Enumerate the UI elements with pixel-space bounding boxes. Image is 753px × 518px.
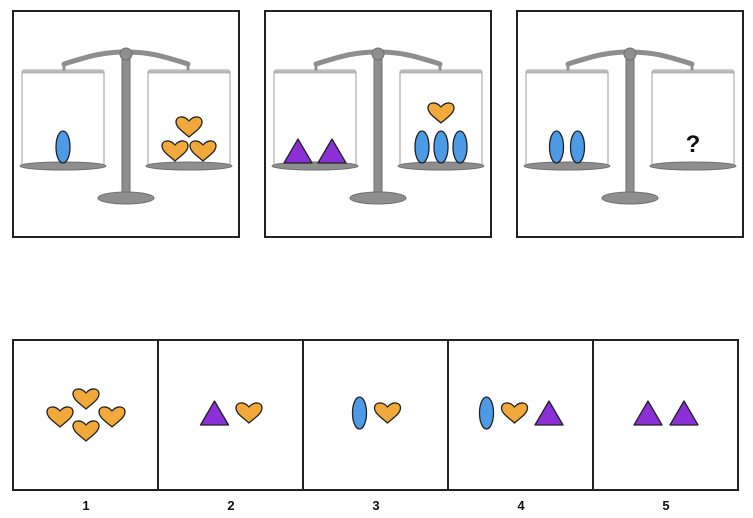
purple-triangle-icon <box>284 139 312 163</box>
option-number-4: 4 <box>506 498 536 513</box>
orange-heart-icon <box>236 403 262 423</box>
purple-triangle-icon <box>535 401 563 425</box>
answer-option-2[interactable] <box>159 341 304 489</box>
question-mark: ? <box>686 131 701 158</box>
orange-heart-icon <box>190 141 216 161</box>
option-number-3: 3 <box>361 498 391 513</box>
option-number-2: 2 <box>216 498 246 513</box>
blue-oval-icon <box>550 131 564 163</box>
orange-heart-icon <box>162 141 188 161</box>
orange-heart-icon <box>47 407 73 427</box>
answer-option-5[interactable] <box>594 341 737 489</box>
scale-panel-2 <box>264 10 492 238</box>
blue-oval-icon <box>480 397 494 429</box>
orange-heart-icon <box>73 421 99 441</box>
blue-oval-icon <box>571 131 585 163</box>
purple-triangle-icon <box>634 401 662 425</box>
scale-panel-1 <box>12 10 240 238</box>
orange-heart-icon <box>176 117 202 137</box>
option-number-5: 5 <box>651 498 681 513</box>
answer-option-4[interactable] <box>449 341 594 489</box>
blue-oval-icon <box>415 131 429 163</box>
balance-scale-2 <box>266 12 490 236</box>
purple-triangle-icon <box>318 139 346 163</box>
purple-triangle-icon <box>201 401 229 425</box>
purple-triangle-icon <box>670 401 698 425</box>
orange-heart-icon <box>375 403 401 423</box>
orange-heart-icon <box>502 403 528 423</box>
blue-oval-icon <box>453 131 467 163</box>
balance-scale-1 <box>14 12 238 236</box>
blue-oval-icon <box>353 397 367 429</box>
blue-oval-icon <box>434 131 448 163</box>
scale-panel-3: ? <box>516 10 744 238</box>
answer-option-3[interactable] <box>304 341 449 489</box>
answer-option-1[interactable] <box>14 341 159 489</box>
option-number-1: 1 <box>71 498 101 513</box>
orange-heart-icon <box>73 389 99 409</box>
orange-heart-icon <box>99 407 125 427</box>
balance-scale-3: ? <box>518 12 742 236</box>
answer-options-strip <box>12 339 739 491</box>
orange-heart-icon <box>428 103 454 123</box>
blue-oval-icon <box>56 131 70 163</box>
